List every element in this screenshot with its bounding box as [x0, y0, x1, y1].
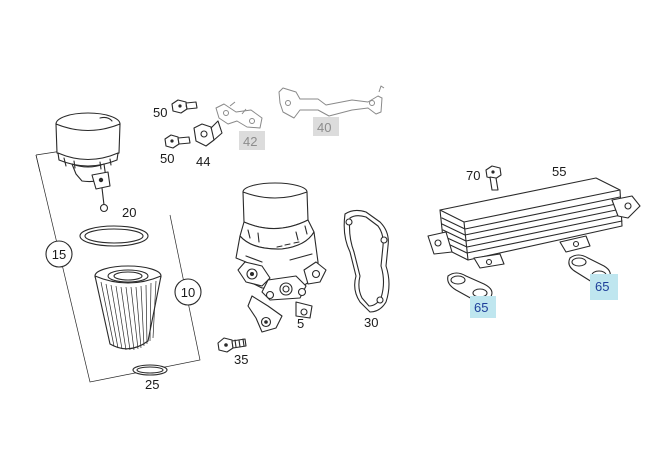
o-ring-25-part: [132, 364, 168, 376]
oil-cooler-part: [427, 177, 641, 269]
bolt-70-part: [485, 165, 502, 191]
callout-70: 70: [466, 168, 480, 183]
callout-65-right: 65: [595, 279, 609, 294]
filter-element-part: [94, 265, 162, 351]
callout-35: 35: [234, 352, 248, 367]
callout-30: 30: [364, 315, 378, 330]
callout-20: 20: [122, 205, 136, 220]
callout-55: 55: [552, 164, 566, 179]
callout-50-lower: 50: [160, 151, 174, 166]
callout-25: 25: [145, 377, 159, 392]
bolt-50-lower-part: [164, 134, 191, 149]
callout-44: 44: [196, 154, 210, 169]
bolt-35-part: [217, 337, 247, 353]
callout-65-left: 65: [474, 300, 488, 315]
callout-15-circle: 15: [45, 240, 73, 268]
callout-10-circle: 10: [174, 278, 202, 306]
bracket-42-part: [215, 101, 263, 129]
gasket-30-part: [343, 209, 390, 313]
callout-10: 10: [181, 285, 195, 300]
callout-50-upper: 50: [153, 105, 167, 120]
bracket-44-part: [193, 120, 223, 147]
callout-42: 42: [243, 134, 257, 149]
callout-5: 5: [297, 316, 304, 331]
callout-40: 40: [317, 120, 331, 135]
bracket-40-part: [278, 85, 385, 119]
bolt-50-upper-part: [171, 99, 198, 114]
callout-15: 15: [52, 247, 66, 262]
filter-housing-module-part: [235, 182, 327, 333]
o-ring-20-part: [79, 225, 149, 247]
filter-cap-part: [55, 112, 121, 213]
